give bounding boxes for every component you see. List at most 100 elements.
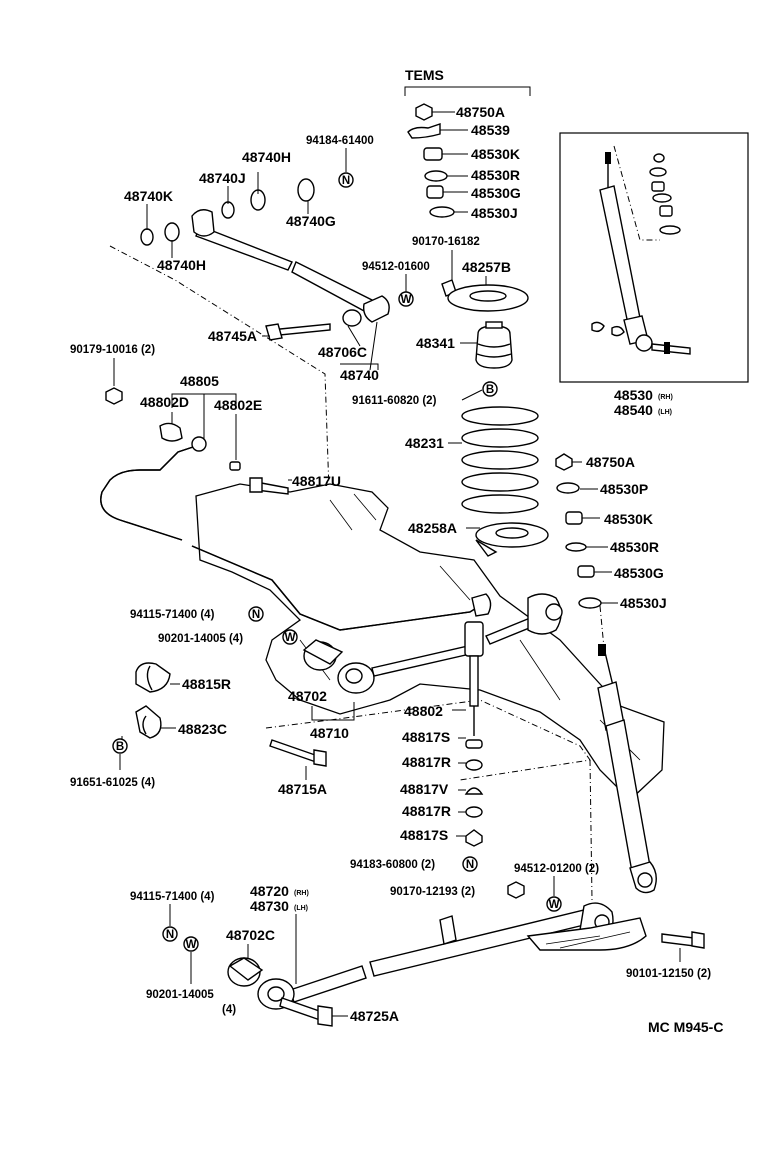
label-48815R: 48815R (182, 676, 231, 692)
label-48530K-mid: 48530K (604, 511, 653, 527)
label-48231: 48231 (405, 435, 444, 451)
upper-spring-seat (447, 284, 529, 312)
label-48530K-top: 48530K (471, 146, 520, 162)
shock-bushings-mid (555, 453, 602, 609)
label-90201-14005-bot: 90201-14005 (146, 989, 214, 1001)
label-90101-12150: 90101-12150 (2) (626, 968, 711, 980)
label-48530J-mid: 48530J (620, 595, 667, 611)
label-48539: 48539 (471, 122, 510, 138)
marker-w-4 (183, 936, 199, 952)
stabilizer-link-48802 (464, 621, 484, 847)
lower-arm-48720 (227, 902, 647, 1010)
label-48530-rh: (RH) (658, 394, 673, 401)
shock-absorber-inset (559, 132, 749, 383)
label-48745A: 48745A (208, 328, 257, 344)
stabilizer-bushing-48815R (135, 662, 171, 693)
label-48530G-top: 48530G (471, 185, 521, 201)
label-48530G-mid: 48530G (614, 565, 664, 581)
marker-n-1 (338, 172, 354, 188)
label-48530R-top: 48530R (471, 167, 520, 183)
label-48817S-a: 48817S (402, 729, 450, 745)
label-48720: 48720 (250, 883, 289, 899)
label-90170-16182: 90170-16182 (412, 236, 480, 248)
label-48530J-top: 48530J (471, 205, 518, 221)
label-48258A: 48258A (408, 520, 457, 536)
label-90201-14005-qty: (4) (222, 1004, 236, 1016)
tems-parts-top (407, 103, 455, 218)
diagram-code: MC M945-C (648, 1019, 723, 1035)
label-48802: 48802 (404, 703, 443, 719)
label-94184-61400: 94184-61400 (306, 135, 374, 147)
label-48725A: 48725A (350, 1008, 399, 1024)
label-48730: 48730 (250, 898, 289, 914)
label-48817U: 48817U (292, 473, 341, 489)
marker-w-2-letter: W (285, 632, 296, 644)
label-48750A-top: 48750A (456, 104, 505, 120)
label-48805: 48805 (180, 373, 219, 389)
marker-n-3-letter: N (466, 859, 474, 871)
marker-w-3 (546, 896, 562, 912)
label-94115-71400-bot: 94115-71400 (4) (130, 891, 215, 903)
label-48730-lh: (LH) (294, 905, 308, 912)
label-90179-10016: 90179-10016 (2) (70, 344, 155, 356)
label-48740G: 48740G (286, 213, 336, 229)
label-91611-60820: 91611-60820 (2) (352, 395, 437, 407)
label-94183-60800: 94183-60800 (2) (350, 859, 435, 871)
marker-n-4 (162, 926, 178, 942)
axle-housing-silhouette (195, 483, 665, 801)
marker-w-3-letter: W (549, 899, 560, 911)
label-48715A: 48715A (278, 781, 327, 797)
label-48817R-a: 48817R (402, 754, 451, 770)
bolt-90101-12150 (661, 931, 705, 949)
marker-b-2-letter: B (116, 741, 124, 753)
marker-w-2 (282, 629, 298, 645)
marker-b-1-letter: B (486, 384, 494, 396)
marker-b-2 (112, 738, 128, 754)
label-90201-14005-top: 90201-14005 (4) (158, 633, 243, 645)
bump-stopper-48341 (475, 321, 513, 369)
marker-b-1 (482, 381, 498, 397)
marker-n-3 (462, 856, 478, 872)
stabilizer-bar-48805 (100, 422, 492, 631)
label-48702: 48702 (288, 688, 327, 704)
label-48740J: 48740J (199, 170, 246, 186)
label-48702C: 48702C (226, 927, 275, 943)
marker-n-2 (248, 606, 264, 622)
label-48706C: 48706C (318, 344, 367, 360)
label-48802D: 48802D (140, 394, 189, 410)
bolt-48725A (279, 997, 333, 1027)
label-48740K: 48740K (124, 188, 173, 204)
marker-w-1-letter: W (401, 294, 412, 306)
nut-90170-12193 (507, 881, 525, 899)
label-48530R-mid: 48530R (610, 539, 659, 555)
tems-bracket: TEMS (404, 67, 531, 96)
shock-absorber-main (597, 644, 657, 894)
marker-n-1-letter: N (342, 175, 350, 187)
marker-w-4-letter: W (186, 939, 197, 951)
label-90170-12193: 90170-12193 (2) (390, 886, 475, 898)
label-48823C: 48823C (178, 721, 227, 737)
label-48341: 48341 (416, 335, 455, 351)
marker-n-2-letter: N (252, 609, 260, 621)
label-91651-61025: 91651-61025 (4) (70, 777, 155, 789)
bolt-48715A (269, 739, 327, 767)
lower-arm-48710 (302, 593, 563, 694)
label-48740H-top: 48740H (242, 149, 291, 165)
label-48720-rh: (RH) (294, 890, 309, 897)
label-48740H-left: 48740H (157, 257, 206, 273)
label-48530: 48530 (614, 387, 653, 403)
coil-spring-48231 (461, 406, 539, 514)
nut-90179 (105, 387, 123, 405)
label-48817V: 48817V (400, 781, 449, 797)
label-48530P: 48530P (600, 481, 648, 497)
label-94115-71400-top: 94115-71400 (4) (130, 609, 215, 621)
label-48710: 48710 (310, 725, 349, 741)
marker-w-1 (398, 291, 414, 307)
lower-spring-seat (475, 522, 549, 557)
marker-n-4-letter: N (166, 929, 174, 941)
label-48817S-b: 48817S (400, 827, 448, 843)
label-48817R-b: 48817R (402, 803, 451, 819)
tems-label: TEMS (405, 67, 444, 83)
label-48540-lh: (LH) (658, 409, 672, 416)
